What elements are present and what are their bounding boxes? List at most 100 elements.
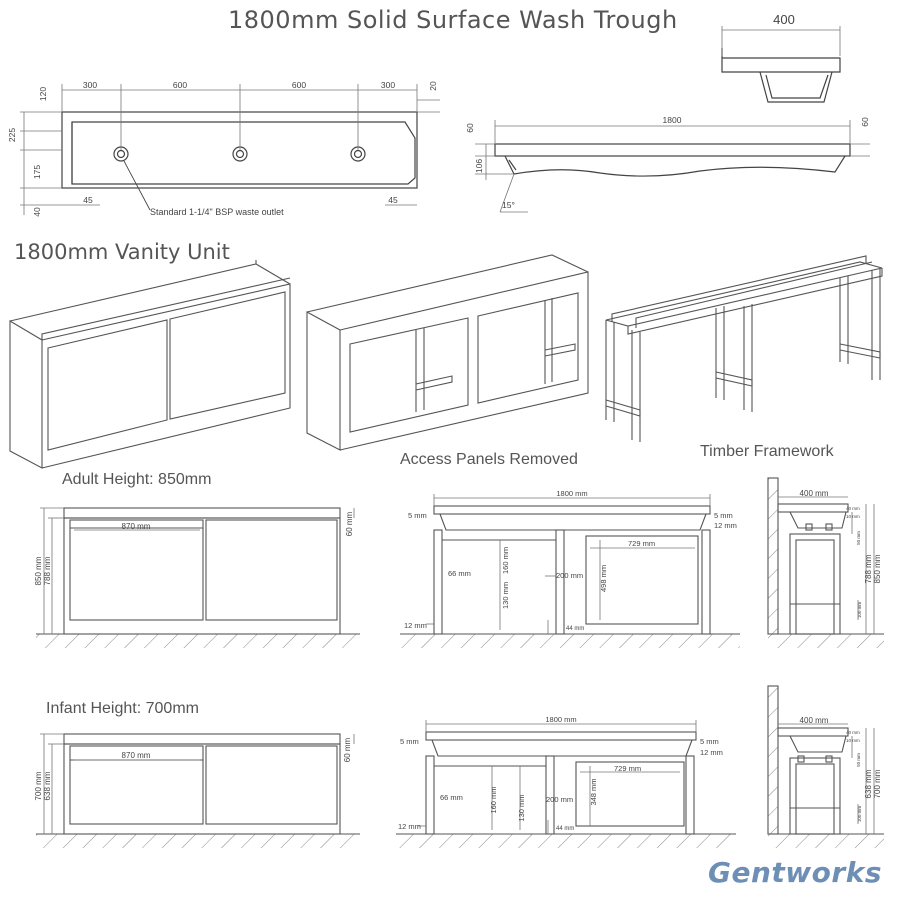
infant-front-elevation bbox=[63, 733, 341, 835]
side-dim-60-right: 60 bbox=[860, 117, 870, 127]
adult-open-width: 1800 mm bbox=[556, 489, 587, 498]
waste-outlet-note: Standard 1-1/4" BSP waste outlet bbox=[150, 207, 284, 217]
plan-dim-45-right: 45 bbox=[388, 195, 398, 205]
adult-side-d4: 100 mm bbox=[857, 602, 862, 619]
adult-side-width: 400 mm bbox=[800, 489, 829, 498]
adult-open-leg: 44 mm bbox=[566, 626, 584, 632]
infant-open-under: 12 mm bbox=[700, 748, 723, 757]
infant-side-h1: 638 mm bbox=[864, 769, 873, 798]
infant-top-thickness: 60 mm bbox=[343, 737, 352, 762]
vanity-title: 1800mm Vanity Unit bbox=[14, 240, 230, 264]
adult-open-rail: 66 mm bbox=[448, 569, 471, 578]
infant-total-height: 700 mm bbox=[34, 771, 43, 800]
trough-plan-view bbox=[61, 111, 418, 211]
adult-open-panel-width: 729 mm bbox=[628, 539, 655, 548]
infant-open-top-right: 5 mm bbox=[700, 737, 719, 746]
infant-open-leg: 44 mm bbox=[556, 826, 574, 832]
adult-open-post: 130 mm bbox=[501, 582, 510, 609]
plan-dim-300-left: 300 bbox=[83, 80, 97, 90]
infant-open-floor bbox=[396, 834, 736, 848]
vanity-iso-timber bbox=[605, 255, 883, 442]
adult-open-floor bbox=[400, 634, 740, 648]
infant-side-elevation bbox=[767, 685, 849, 835]
infant-open-rail: 66 mm bbox=[440, 793, 463, 802]
adult-open-post2: 160 mm bbox=[501, 547, 510, 574]
gentworks-logo: Gentworks bbox=[708, 856, 882, 889]
timber-framework-caption: Timber Framework bbox=[700, 443, 834, 460]
trough-title: 1800mm Solid Surface Wash Trough bbox=[228, 6, 678, 34]
outlet-leader bbox=[123, 160, 151, 211]
plan-dim-45-left: 45 bbox=[83, 195, 93, 205]
vanity-iso-open bbox=[306, 254, 589, 451]
adult-side-floor bbox=[768, 634, 884, 648]
infant-open-dims bbox=[418, 720, 697, 834]
adult-open-under: 12 mm bbox=[714, 521, 737, 530]
infant-body-height: 638 mm bbox=[43, 771, 52, 800]
adult-side-h2: 850 mm bbox=[873, 554, 882, 583]
infant-front-dims bbox=[40, 733, 355, 834]
adult-side-d3: 50 mm bbox=[856, 531, 861, 545]
plan-dim-600-right: 600 bbox=[292, 80, 306, 90]
plan-dim-600-left: 600 bbox=[173, 80, 187, 90]
plan-dim-175: 175 bbox=[32, 165, 42, 179]
adult-open-top-right: 5 mm bbox=[714, 511, 733, 520]
infant-open-width: 1800 mm bbox=[545, 715, 576, 724]
infant-side-floor bbox=[768, 834, 884, 848]
infant-side-d2: 10 mm bbox=[846, 738, 860, 743]
infant-door-width: 870 mm bbox=[122, 751, 151, 760]
infant-open-top-left: 5 mm bbox=[400, 737, 419, 746]
plan-dim-20: 20 bbox=[428, 81, 438, 91]
plan-dim-225: 225 bbox=[7, 128, 17, 142]
side-dim-1800: 1800 bbox=[663, 115, 682, 125]
adult-side-h1: 788 mm bbox=[864, 554, 873, 583]
adult-open-elevation bbox=[433, 505, 711, 635]
adult-front-floor bbox=[36, 634, 360, 648]
infant-open-post2: 160 mm bbox=[489, 786, 498, 813]
end-dim-400: 400 bbox=[773, 12, 795, 27]
trough-end-view bbox=[721, 48, 841, 103]
infant-open-foot: 12 mm bbox=[398, 822, 421, 831]
infant-open-gap: 200 mm bbox=[546, 795, 573, 804]
adult-front-elevation bbox=[63, 507, 341, 635]
trough-side-view bbox=[494, 143, 851, 177]
trough-side-dims bbox=[475, 120, 870, 213]
infant-open-panel-width: 729 mm bbox=[614, 764, 641, 773]
infant-side-d3: 50 mm bbox=[856, 753, 861, 767]
infant-open-post: 130 mm bbox=[517, 794, 526, 821]
adult-open-gap: 200 mm bbox=[556, 571, 583, 580]
adult-side-elevation bbox=[767, 477, 849, 635]
adult-open-foot: 12 mm bbox=[404, 621, 427, 630]
adult-body-height: 788 mm bbox=[43, 556, 52, 585]
adult-total-height: 850 mm bbox=[34, 556, 43, 585]
infant-side-h2: 700 mm bbox=[873, 769, 882, 798]
access-panels-caption: Access Panels Removed bbox=[400, 451, 578, 468]
plan-dim-120: 120 bbox=[38, 87, 48, 101]
adult-side-dims bbox=[778, 496, 875, 634]
infant-front-floor bbox=[36, 834, 360, 848]
infant-height-caption: Infant Height: 700mm bbox=[46, 700, 199, 717]
infant-side-width: 400 mm bbox=[800, 716, 829, 725]
adult-open-top-left: 5 mm bbox=[408, 511, 427, 520]
adult-front-dims bbox=[40, 507, 355, 634]
trough-plan-dims bbox=[20, 84, 440, 215]
infant-open-elevation bbox=[425, 731, 697, 835]
plan-dim-300-right: 300 bbox=[381, 80, 395, 90]
infant-side-d1: 40 mm bbox=[846, 730, 860, 735]
adult-door-width: 870 mm bbox=[122, 522, 151, 531]
adult-open-dims bbox=[426, 494, 711, 634]
trough-end-dims bbox=[721, 26, 841, 56]
plan-dim-40: 40 bbox=[32, 207, 42, 217]
side-dim-60-left: 60 bbox=[465, 123, 475, 133]
adult-open-panel-height: 498 mm bbox=[599, 565, 608, 592]
adult-top-thickness: 60 mm bbox=[345, 511, 354, 536]
side-dim-106: 106 bbox=[474, 159, 484, 173]
side-angle-15: 15° bbox=[502, 200, 515, 210]
adult-side-d1: 40 mm bbox=[846, 506, 860, 511]
infant-side-dims bbox=[778, 723, 875, 834]
adult-side-d2: 10 mm bbox=[846, 514, 860, 519]
infant-open-panel-height: 348 mm bbox=[589, 778, 598, 805]
vanity-iso-doors bbox=[9, 260, 291, 469]
adult-height-caption: Adult Height: 850mm bbox=[62, 471, 212, 488]
